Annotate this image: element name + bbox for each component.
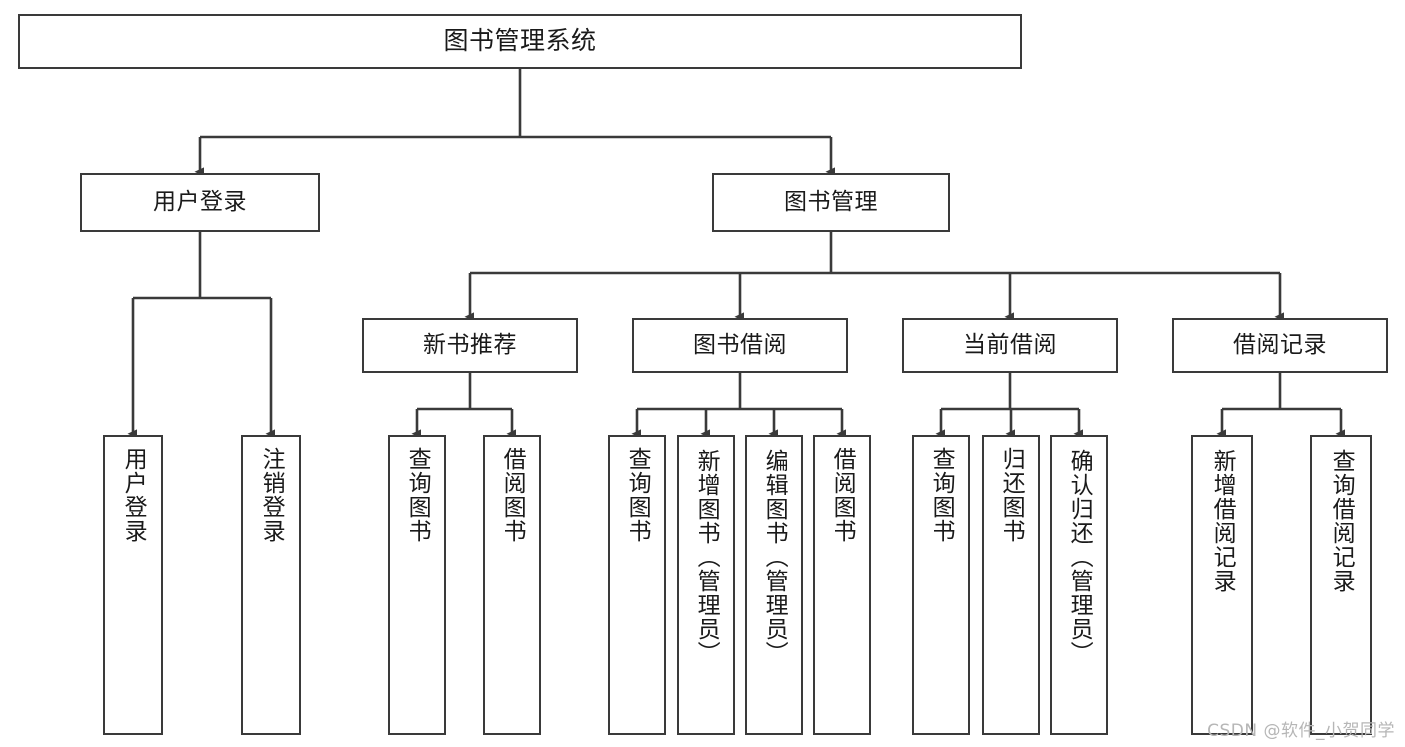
node-new-book-recommend[interactable]: 新书推荐 (362, 318, 578, 373)
node-user-login-label: 用户登录 (153, 189, 247, 216)
node-leaf-return-book[interactable]: 归还图书 (982, 435, 1040, 735)
node-book-borrow[interactable]: 图书借阅 (632, 318, 848, 373)
node-current-borrow[interactable]: 当前借阅 (902, 318, 1118, 373)
node-borrow-record-label: 借阅记录 (1233, 332, 1327, 359)
node-user-login[interactable]: 用户登录 (80, 173, 320, 232)
node-leaf-query-book-1-label: 查询图书 (404, 447, 431, 543)
node-leaf-query-book-2-label: 查询图书 (624, 447, 651, 543)
node-root[interactable]: 图书管理系统 (18, 14, 1022, 69)
node-leaf-query-record-label: 查询借阅记录 (1328, 449, 1355, 593)
node-root-label: 图书管理系统 (443, 26, 597, 56)
node-leaf-confirm-return-label: 确认归还（管理员） (1066, 449, 1093, 665)
node-leaf-borrow-book-1[interactable]: 借阅图书 (483, 435, 541, 735)
node-leaf-query-book-1[interactable]: 查询图书 (388, 435, 446, 735)
node-leaf-borrow-book-2-label: 借阅图书 (829, 447, 856, 543)
node-leaf-user-logout[interactable]: 注销登录 (241, 435, 301, 735)
node-leaf-add-record[interactable]: 新增借阅记录 (1191, 435, 1253, 735)
node-leaf-edit-book-label: 编辑图书（管理员） (761, 449, 788, 665)
node-leaf-user-logout-label: 注销登录 (258, 447, 285, 543)
node-leaf-query-record[interactable]: 查询借阅记录 (1310, 435, 1372, 735)
node-current-borrow-label: 当前借阅 (963, 332, 1057, 359)
node-book-manage-label: 图书管理 (784, 189, 878, 216)
node-book-borrow-label: 图书借阅 (693, 332, 787, 359)
node-book-manage[interactable]: 图书管理 (712, 173, 950, 232)
node-leaf-confirm-return[interactable]: 确认归还（管理员） (1050, 435, 1108, 735)
watermark-text: CSDN @软件_小贺同学 (1207, 721, 1395, 741)
node-new-book-recommend-label: 新书推荐 (423, 332, 517, 359)
node-leaf-query-book-3[interactable]: 查询图书 (912, 435, 970, 735)
node-leaf-borrow-book-2[interactable]: 借阅图书 (813, 435, 871, 735)
node-leaf-add-book[interactable]: 新增图书（管理员） (677, 435, 735, 735)
node-leaf-return-book-label: 归还图书 (998, 447, 1025, 543)
node-leaf-query-book-3-label: 查询图书 (928, 447, 955, 543)
node-leaf-add-record-label: 新增借阅记录 (1209, 449, 1236, 593)
node-leaf-edit-book[interactable]: 编辑图书（管理员） (745, 435, 803, 735)
node-leaf-user-login-label: 用户登录 (120, 447, 147, 543)
node-leaf-borrow-book-1-label: 借阅图书 (499, 447, 526, 543)
node-borrow-record[interactable]: 借阅记录 (1172, 318, 1388, 373)
node-leaf-add-book-label: 新增图书（管理员） (693, 449, 720, 665)
node-leaf-user-login[interactable]: 用户登录 (103, 435, 163, 735)
node-leaf-query-book-2[interactable]: 查询图书 (608, 435, 666, 735)
